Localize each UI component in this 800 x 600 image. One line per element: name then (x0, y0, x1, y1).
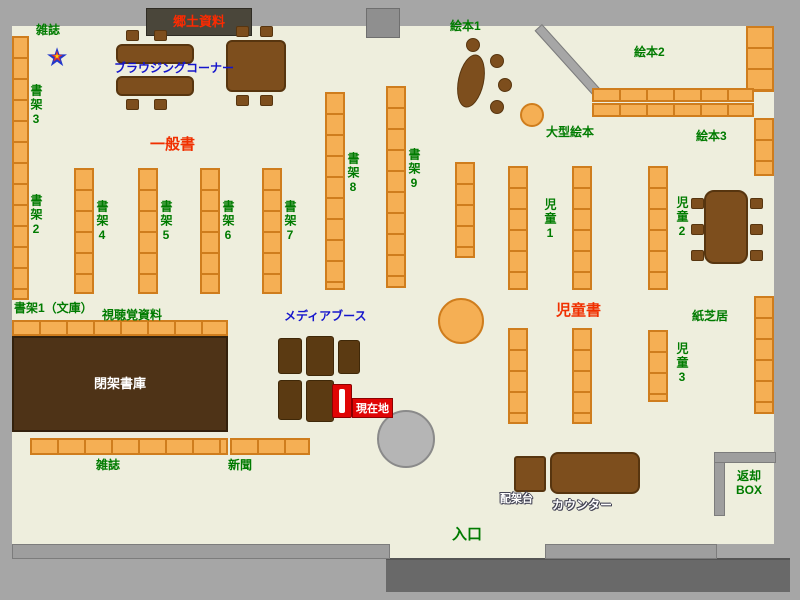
local-materials-shelf: 郷土資料 (146, 8, 252, 36)
corner-shelf (746, 26, 774, 92)
jidou3-label: 児童3 (675, 342, 689, 386)
jidou1-shelf-right (572, 166, 592, 290)
outside-dark-strip (386, 558, 790, 592)
local-materials-label: 郷土資料 (172, 13, 225, 29)
counter-label: カウンター (552, 498, 613, 512)
bottom-wall-left (12, 544, 390, 559)
bottom-wall-right (545, 544, 717, 559)
counter-desk (550, 452, 640, 494)
chair (236, 26, 249, 37)
shelf8-unit (325, 92, 345, 290)
browsing-table-top (116, 44, 194, 64)
top-pillar (366, 8, 400, 38)
left-wall-shelf (12, 36, 29, 300)
current-location-label: 現在地 (352, 398, 393, 418)
stool (490, 100, 504, 114)
media-booth-unit (278, 338, 302, 374)
returnbox-wall-top (714, 452, 776, 463)
entrance-label: 入口 (452, 526, 483, 543)
media-booth-unit (278, 380, 302, 420)
magazine-shelf (30, 438, 228, 455)
shelf6-label: 書架6 (221, 200, 235, 244)
shelf2-label: 書架2 (29, 194, 43, 238)
ehon2-label: 絵本2 (634, 45, 665, 59)
media-booth-unit (306, 336, 334, 376)
closed-stacks-label: 閉架書庫 (93, 375, 146, 391)
shelf9-label: 書架9 (407, 148, 421, 192)
chair (126, 99, 139, 110)
center-small-shelf (455, 162, 475, 258)
shelf6-unit (200, 168, 220, 294)
newspaper-shelf (230, 438, 310, 455)
ehon2-shelf-top (592, 88, 754, 102)
stool (498, 78, 512, 92)
audio-visual-shelf (12, 320, 228, 336)
jidou3-shelf (648, 330, 668, 402)
current-location-inner (339, 389, 345, 413)
entrance-gap (390, 544, 545, 560)
shelf5-label: 書架5 (159, 200, 173, 244)
top-magazines-label: 雑誌 (36, 23, 61, 37)
chair (154, 30, 167, 41)
media-booth-unit (306, 380, 334, 422)
round-pillar (377, 410, 435, 468)
stool (490, 54, 504, 68)
current-location-marker (332, 384, 352, 418)
shelf4-unit (74, 168, 94, 294)
kamishibai-shelf (754, 296, 774, 414)
shelf5-unit (138, 168, 158, 294)
shelf1-bunko-label: 書架1（文庫） (14, 301, 93, 315)
haika-dai-label: 配架台 (500, 493, 533, 505)
shelf7-label: 書架7 (283, 200, 297, 244)
audio-visual-label: 視聴覚資料 (102, 308, 163, 322)
haika-dai-table (514, 456, 546, 492)
shelf8-label: 書架8 (346, 152, 360, 196)
children-table (704, 190, 748, 264)
shelf9-unit (386, 86, 406, 288)
chair (260, 95, 273, 106)
kamishibai-label: 紙芝居 (692, 309, 729, 323)
ehon3-shelf (754, 118, 774, 176)
magazine-star-icon: ★ ★ ★ (45, 42, 69, 72)
large-ehon-label: 大型絵本 (546, 125, 595, 139)
ehon1-label: 絵本1 (450, 19, 481, 33)
chair (691, 198, 704, 209)
browsing-corner-label: ブラウジングコーナー (114, 61, 235, 75)
large-ehon-bin (520, 103, 544, 127)
shelf4-label: 書架4 (95, 200, 109, 244)
chair (260, 26, 273, 37)
chair (236, 95, 249, 106)
ehon2-shelf-bottom (592, 103, 754, 117)
return-box-label: 返却 BOX (735, 469, 762, 497)
chair (750, 224, 763, 235)
chair (750, 198, 763, 209)
ehon3-label: 絵本3 (696, 129, 727, 143)
chair (154, 99, 167, 110)
jidou2-label: 児童2 (675, 196, 689, 240)
shelf7-unit (262, 168, 282, 294)
jidou-lower-shelf-left (508, 328, 528, 424)
jidou2-shelf (648, 166, 668, 290)
children-books-label: 児童書 (556, 302, 602, 319)
jidou1-shelf-left (508, 166, 528, 290)
media-booth-label: メディアブース (284, 309, 367, 323)
jidou-lower-shelf-right (572, 328, 592, 424)
browsing-table-right (226, 40, 286, 92)
chair (750, 250, 763, 261)
chair (691, 224, 704, 235)
magazines-label: 雑誌 (96, 458, 121, 472)
media-booth-unit (338, 340, 360, 374)
jidou1-label: 児童1 (543, 198, 557, 242)
chair (691, 250, 704, 261)
chair (126, 30, 139, 41)
newspapers-label: 新聞 (228, 458, 253, 472)
shelf3-label: 書架3 (29, 84, 43, 128)
general-books-label: 一般書 (150, 136, 196, 153)
browsing-table-bottom (116, 76, 194, 96)
closed-stacks-room: 閉架書庫 (12, 336, 228, 432)
round-reading-table (438, 298, 484, 344)
stool (466, 38, 480, 52)
